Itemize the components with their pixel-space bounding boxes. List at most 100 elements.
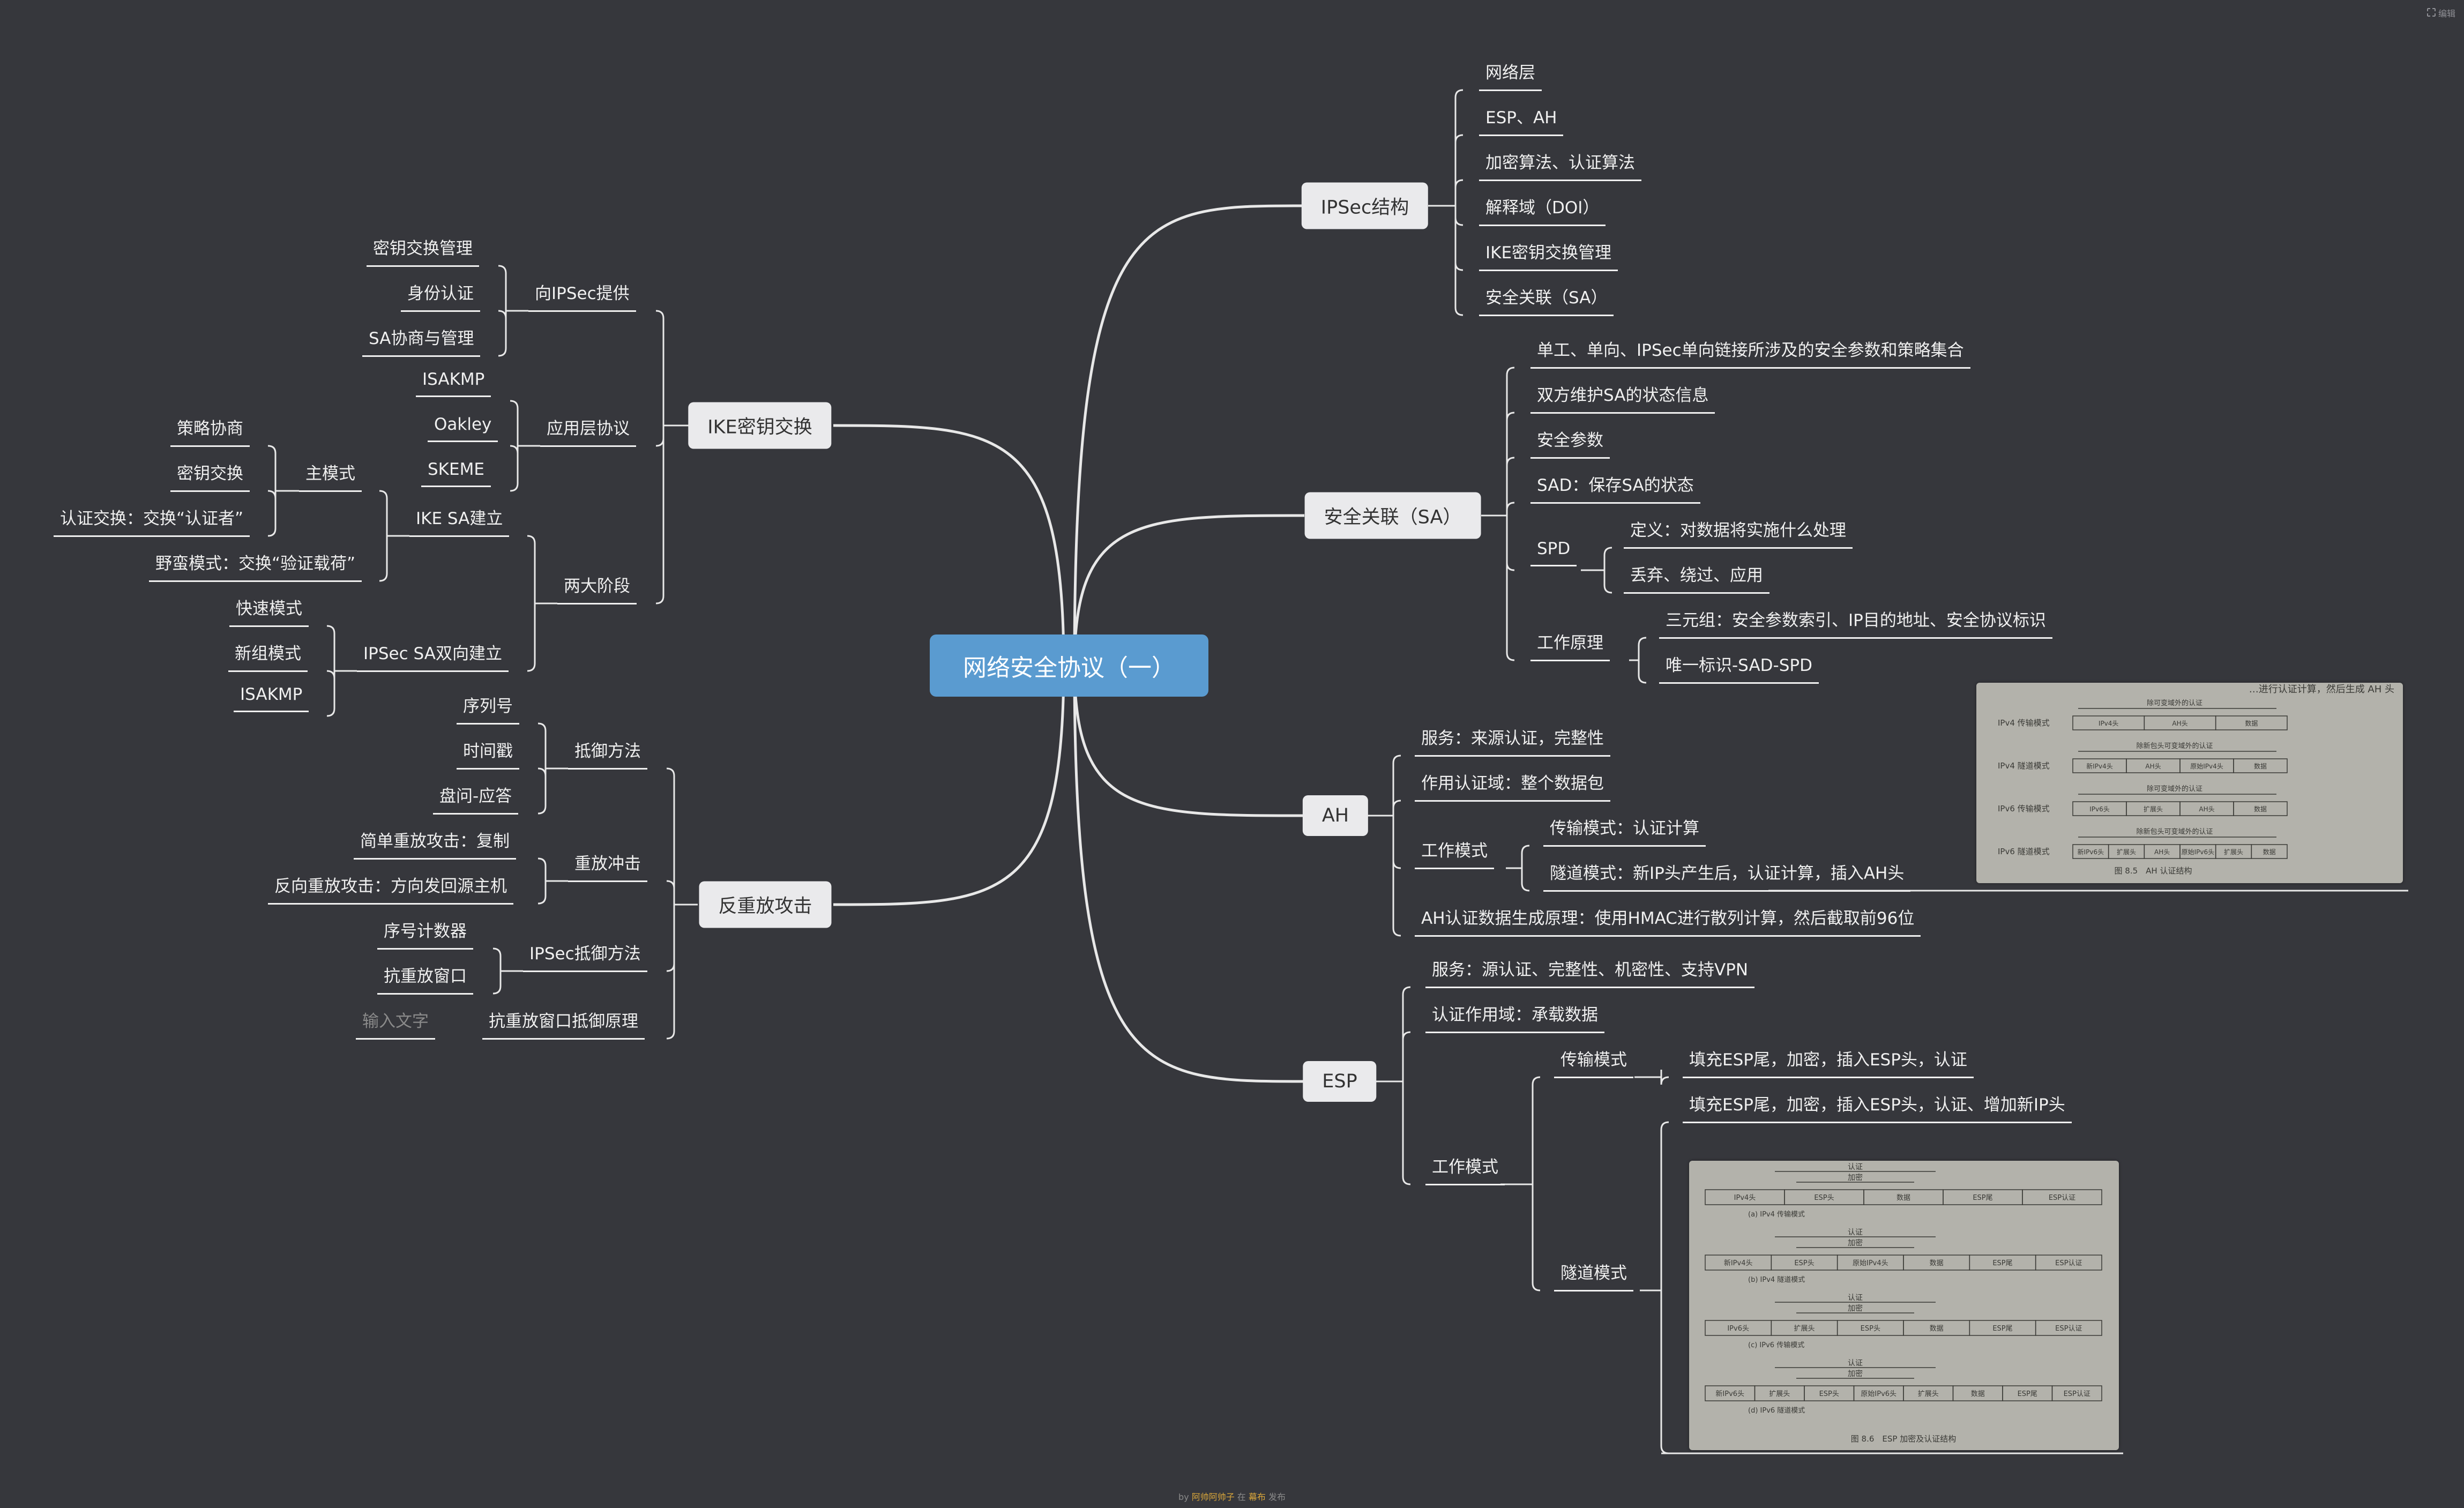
ah-mode-tunnel[interactable]: 隧道模式：新IP头产生后，认证计算，插入AH头 xyxy=(1543,860,1911,892)
ipsec-child-2[interactable]: ESP、AH xyxy=(1479,104,1564,136)
sa-child-2[interactable]: 双方维护SA的状态信息 xyxy=(1530,382,1715,414)
esp-fig-cell-text: ESP尾 xyxy=(1992,1325,2012,1333)
sa-work-child-1[interactable]: 三元组：安全参数索引、IP目的地址、安全协议标识 xyxy=(1659,607,2052,639)
esp-fig-sub-caption: (c) IPv6 传输模式 xyxy=(1748,1341,1804,1349)
ipsec-elbow-5 xyxy=(1454,307,1464,316)
topic-ipsec-structure[interactable]: IPSec结构 xyxy=(1301,182,1429,229)
esp-fig-cell xyxy=(2035,1320,2102,1336)
sa-spd[interactable]: SPD xyxy=(1530,539,1577,566)
esp-tunnel-elbow-1 xyxy=(1660,1445,1669,1454)
sa-spd-child-2[interactable]: 丢弃、绕过、应用 xyxy=(1624,562,1769,594)
ipsec-elbow-2 xyxy=(1454,179,1464,188)
ike-app-protocol[interactable]: 应用层协议 xyxy=(540,415,636,447)
ah-elbow-3 xyxy=(1392,928,1401,937)
topic-ah[interactable]: AH xyxy=(1302,795,1369,836)
defense-child-3[interactable]: 盘问-应答 xyxy=(433,782,519,815)
ipsec-child-6[interactable]: 安全关联（SA） xyxy=(1479,284,1614,316)
esp-child-domain[interactable]: 认证作用域：承载数据 xyxy=(1425,1001,1604,1033)
replay-ipsec-defense[interactable]: IPSec抵御方法 xyxy=(523,940,647,972)
topic-anti-replay[interactable]: 反重放攻击 xyxy=(699,881,832,928)
footer-author[interactable]: 阿帅阿帅子 xyxy=(1191,1492,1235,1502)
ike-ipsecsa-elbow-2 xyxy=(326,708,335,717)
ipsec-defense-child-2[interactable]: 抗重放窗口 xyxy=(377,962,473,995)
esp-fig-cell-text: ESP认证 xyxy=(2064,1390,2090,1398)
footer-tool[interactable]: 幕布 xyxy=(1248,1492,1266,1502)
ipsec-child-4[interactable]: 解释域（DOI） xyxy=(1479,194,1606,226)
esp-work-mode[interactable]: 工作模式 xyxy=(1425,1153,1505,1185)
toolbar-corner[interactable]: 编辑 xyxy=(2426,6,2455,19)
ike-provide-child-2[interactable]: 身份认证 xyxy=(401,280,480,312)
ah-elbow-1 xyxy=(1392,800,1401,809)
ike-provide-child-3[interactable]: SA协商与管理 xyxy=(362,325,481,357)
ike-main-mode[interactable]: 主模式 xyxy=(299,460,362,492)
window-placeholder-input[interactable]: 输入文字 xyxy=(356,1007,435,1040)
esp-mode-transport[interactable]: 传输模式 xyxy=(1554,1046,1633,1078)
ike-sa-elbow-0 xyxy=(379,490,388,499)
sa-child-1[interactable]: 单工、单向、IPSec单向链接所涉及的安全参数和策略集合 xyxy=(1530,337,1970,369)
sa-work-elbow-0 xyxy=(1638,637,1647,646)
impact-child-2[interactable]: 反向重放攻击：方向发回源主机 xyxy=(268,872,513,905)
root-topic[interactable]: 网络安全协议（一） xyxy=(930,634,1208,697)
ah-fig-cell xyxy=(2233,801,2288,816)
ike-app-child-1[interactable]: ISAKMP xyxy=(416,370,491,397)
esp-fig-encrypt-text: 加密 xyxy=(1848,1369,1863,1378)
ah-mode-transport[interactable]: 传输模式：认证计算 xyxy=(1543,815,1706,847)
sa-child-3[interactable]: 安全参数 xyxy=(1530,427,1610,459)
ah-fig-cell-text: 原始IPv6头 xyxy=(2182,848,2215,856)
ah-fig-caption: 图 8.5 AH 认证结构 xyxy=(2115,866,2192,876)
ipsecsa-child-2[interactable]: 新组模式 xyxy=(228,640,308,672)
ah-child-domain[interactable]: 作用认证域：整个数据包 xyxy=(1415,770,1610,802)
ike-provide-child-1[interactable]: 密钥交换管理 xyxy=(367,235,479,267)
replay-impact[interactable]: 重放冲击 xyxy=(568,850,647,882)
sa-spd-child-1[interactable]: 定义：对数据将实施什么处理 xyxy=(1624,517,1853,549)
ipsec-sa-establish[interactable]: IPSec SA双向建立 xyxy=(357,640,509,672)
root-link-5 xyxy=(833,424,1065,666)
esp-fig-cell-text: 数据 xyxy=(1930,1325,1944,1333)
ipsec-child-5[interactable]: IKE密钥交换管理 xyxy=(1479,239,1618,271)
ike-two-phases[interactable]: 两大阶段 xyxy=(557,572,637,604)
replay-elbow-2 xyxy=(666,963,675,972)
ike-provide[interactable]: 向IPSec提供 xyxy=(528,280,636,312)
ah-fig-cell-text: 新IPv4头 xyxy=(2086,762,2113,770)
defense-child-2[interactable]: 时间戳 xyxy=(457,737,519,770)
ah-fig-cell-text: 扩展头 xyxy=(2144,805,2163,813)
ipsecsa-child-1[interactable]: 快速模式 xyxy=(229,595,309,627)
ipsec-child-1[interactable]: 网络层 xyxy=(1479,59,1542,91)
impact-child-1[interactable]: 简单重放攻击：复制 xyxy=(354,827,516,860)
sa-elbow-1 xyxy=(1506,412,1515,421)
sa-child-4[interactable]: SAD：保存SA的状态 xyxy=(1530,472,1700,504)
ike-aggressive-mode[interactable]: 野蛮模式：交换“验证载荷” xyxy=(149,550,362,582)
main-mode-child-2[interactable]: 密钥交换 xyxy=(170,460,250,492)
sa-work-child-2[interactable]: 唯一标识-SAD-SPD xyxy=(1659,652,1819,684)
replay-defense[interactable]: 抵御方法 xyxy=(568,737,647,770)
esp-fig-cell-text: 新IPv4头 xyxy=(1724,1259,1753,1267)
main-mode-child-3[interactable]: 认证交换：交换“认证者” xyxy=(54,505,250,537)
ike-app-child-2[interactable]: Oakley xyxy=(428,415,498,442)
esp-fig-cell-text: 扩展头 xyxy=(1918,1390,1939,1398)
ike-sa-establish[interactable]: IKE SA建立 xyxy=(409,505,510,537)
ike-app-child-3[interactable]: SKEME xyxy=(421,460,491,487)
esp-transport-child[interactable]: 填充ESP尾，加密，插入ESP头，认证 xyxy=(1683,1046,1974,1078)
esp-tunnel-child[interactable]: 填充ESP尾，加密，插入ESP头，认证、增加新IP头 xyxy=(1683,1091,2072,1123)
main-mode-child-1[interactable]: 策略协商 xyxy=(170,415,250,447)
topic-security-association[interactable]: 安全关联（SA） xyxy=(1304,492,1481,539)
ipsecsa-child-3[interactable]: ISAKMP xyxy=(234,685,309,712)
footer-mid: 在 xyxy=(1234,1492,1249,1502)
esp-child-service[interactable]: 服务：源认证、完整性、机密性、支持VPN xyxy=(1425,956,1755,988)
sa-work-principle[interactable]: 工作原理 xyxy=(1530,629,1610,661)
ah-child-hmac[interactable]: AH认证数据生成原理：使用HMAC进行散列计算，然后截取前96位 xyxy=(1415,905,1921,937)
sa-elbow-4 xyxy=(1506,562,1515,571)
ah-child-service[interactable]: 服务：来源认证，完整性 xyxy=(1415,725,1610,757)
esp-fig-cell-text: 数据 xyxy=(1971,1390,1985,1398)
ipsec-defense-child-1[interactable]: 序号计数器 xyxy=(377,917,473,950)
topic-esp[interactable]: ESP xyxy=(1303,1061,1377,1102)
topic-ike-key-exchange[interactable]: IKE密钥交换 xyxy=(688,402,832,449)
ipsec-child-3[interactable]: 加密算法、认证算法 xyxy=(1479,149,1641,181)
esp-mode-tunnel[interactable]: 隧道模式 xyxy=(1554,1259,1633,1291)
ike-phase-elbow-0 xyxy=(527,535,536,544)
ah-work-mode[interactable]: 工作模式 xyxy=(1415,837,1494,869)
replay-window-principle[interactable]: 抗重放窗口抵御原理 xyxy=(482,1007,645,1040)
defense-child-1[interactable]: 序列号 xyxy=(457,692,519,725)
